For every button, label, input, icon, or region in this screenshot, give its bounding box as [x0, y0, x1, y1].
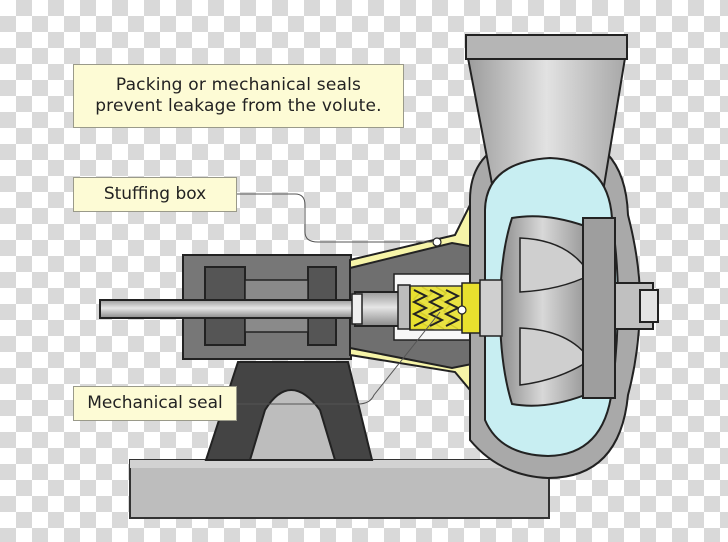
mechanical-seal-leader [237, 311, 441, 405]
note-line-2: prevent leakage from the volute. [95, 96, 382, 116]
description-note: Packing or mechanical seals prevent leak… [73, 64, 404, 128]
shaft-end-cap [614, 282, 659, 330]
shaft [99, 291, 401, 327]
mechanical-seal [397, 279, 503, 337]
stuffing-box-leader [237, 193, 432, 243]
note-line-1: Packing or mechanical seals [115, 75, 362, 95]
base-plate [129, 459, 550, 519]
mechanical-seal-label: Mechanical seal [73, 386, 237, 421]
stuffing-box-label: Stuffing box [73, 177, 237, 212]
pedestal [204, 361, 374, 461]
impeller [498, 215, 616, 407]
stuffing-box-marker [432, 237, 442, 247]
leader-lines [237, 193, 441, 405]
